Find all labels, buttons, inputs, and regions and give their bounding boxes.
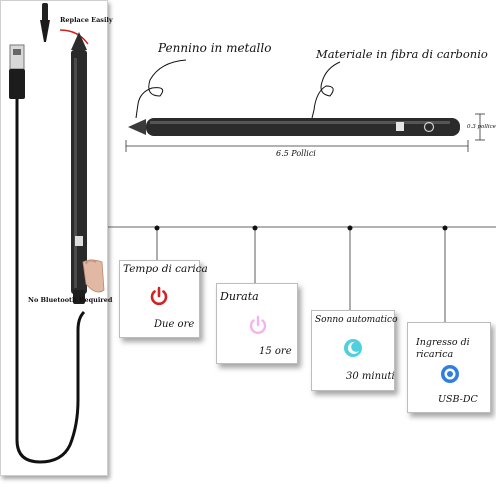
metal-tip-label: Pennino in metallo bbox=[158, 41, 272, 55]
feature-value: 15 ore bbox=[259, 346, 292, 357]
usb-plug-icon bbox=[9, 44, 25, 99]
feature-card-charge-time: Tempo di carica Due ore bbox=[119, 260, 208, 338]
feature-title: Tempo di carica bbox=[123, 263, 208, 275]
stylus-with-cable-illustration bbox=[9, 3, 105, 464]
length-label: 6.5 Pollici bbox=[276, 149, 316, 158]
product-left-panel: Replace Easily No Bluetooth Required bbox=[0, 0, 113, 476]
pen-dimension-diagram bbox=[125, 59, 485, 152]
feature-card-duration: Durata 15 ore bbox=[216, 283, 298, 364]
feature-title: Ingresso di ricarica bbox=[416, 337, 470, 360]
carbon-fiber-label: Materiale in fibra di carbonio bbox=[316, 47, 488, 61]
feature-card-charging-port: Ingresso di ricarica USB-DC bbox=[407, 322, 491, 413]
stylus-pen-icon bbox=[71, 32, 87, 304]
usb-port-icon bbox=[441, 365, 459, 383]
moon-icon bbox=[344, 339, 362, 357]
feature-value: Due ore bbox=[154, 319, 195, 330]
feature-value: 30 minuti bbox=[346, 371, 395, 382]
feature-title: Durata bbox=[220, 290, 259, 303]
feature-value: USB-DC bbox=[438, 394, 478, 405]
stylus-side-view-icon bbox=[128, 118, 460, 136]
replace-easily-label: Replace Easily bbox=[60, 16, 113, 24]
feature-card-auto-sleep: Sonno automatico 30 minuti bbox=[311, 310, 398, 391]
replacement-nib-icon bbox=[40, 3, 50, 42]
feature-title: Sonno automatico bbox=[315, 315, 398, 325]
power-icon bbox=[150, 286, 168, 306]
no-bluetooth-label: No Bluetooth Required bbox=[28, 296, 113, 304]
power-icon bbox=[249, 315, 267, 335]
diameter-label: 0.3 pollice bbox=[467, 124, 496, 130]
